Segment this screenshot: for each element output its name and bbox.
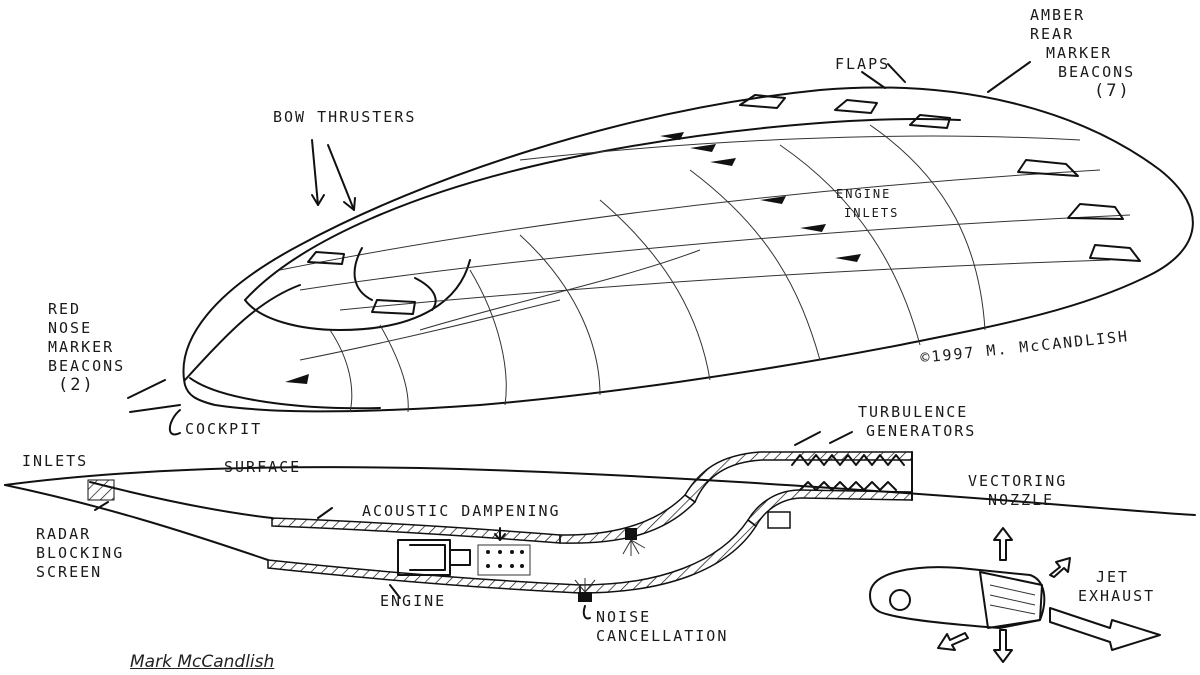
label-line: AMBER [1030,6,1086,24]
label-line: INLETS [844,206,900,220]
label-line: ENGINE [836,187,892,201]
label-engine: ENGINE [380,592,447,610]
label-vectoring-nozzle: VECTORING NOZZLE [968,472,1067,510]
label-line: (2) [58,375,95,395]
label-line: MARKER [48,338,115,356]
label-line: GENERATORS [866,422,977,440]
label-line: RED [48,300,82,318]
label-red-nose-beacons: RED NOSE MARKER BEACONS (2) [48,300,125,395]
label-cockpit: COCKPIT [185,420,263,438]
leader-lines [127,61,1031,446]
label-line: BEACONS [1058,63,1136,81]
label-line: SCREEN [36,563,103,581]
label-line: (7) [1094,81,1131,101]
label-bow-thrusters: BOW THRUSTERS [273,108,417,126]
author-credit-link[interactable]: Mark McCandlish [130,652,275,672]
label-amber-rear-beacons: AMBER REAR MARKER BEACONS (7) [1030,6,1135,101]
label-line: VECTORING [968,472,1068,490]
craft-hull [182,86,1194,413]
label-engine-inlets: ENGINE INLETS [836,185,899,223]
duct-cross-section [4,451,1196,620]
label-line: NOSE [48,319,93,337]
label-line: MARKER [1046,44,1113,62]
label-acoustic-dampening: ACOUSTIC DAMPENING [362,502,561,520]
label-line: BEACONS [48,357,126,375]
label-inlets: INLETS [22,452,89,470]
label-line: NOISE [596,608,652,626]
label-jet-exhaust: JET EXHAUST [1078,568,1155,606]
label-turbulence-generators: TURBULENCE GENERATORS [858,403,976,441]
label-noise-cancellation: NOISE CANCELLATION [596,608,728,646]
engine-inlet-slots [285,132,861,384]
label-line: BLOCKING [36,544,125,562]
label-line: NOZZLE [988,491,1055,509]
amber-rear-beacons [307,94,1141,315]
label-surface: SURFACE [224,458,302,476]
label-line: TURBULENCE [858,403,969,421]
label-line: EXHAUST [1078,587,1156,605]
label-line: REAR [1030,25,1075,43]
label-line: RADAR [36,525,92,543]
label-flaps: FLAPS [835,55,891,73]
exhaust-module [869,527,1161,663]
label-line: CANCELLATION [596,627,729,645]
label-line: JET [1096,568,1130,586]
label-radar-blocking-screen: RADAR BLOCKING SCREEN [36,525,124,582]
